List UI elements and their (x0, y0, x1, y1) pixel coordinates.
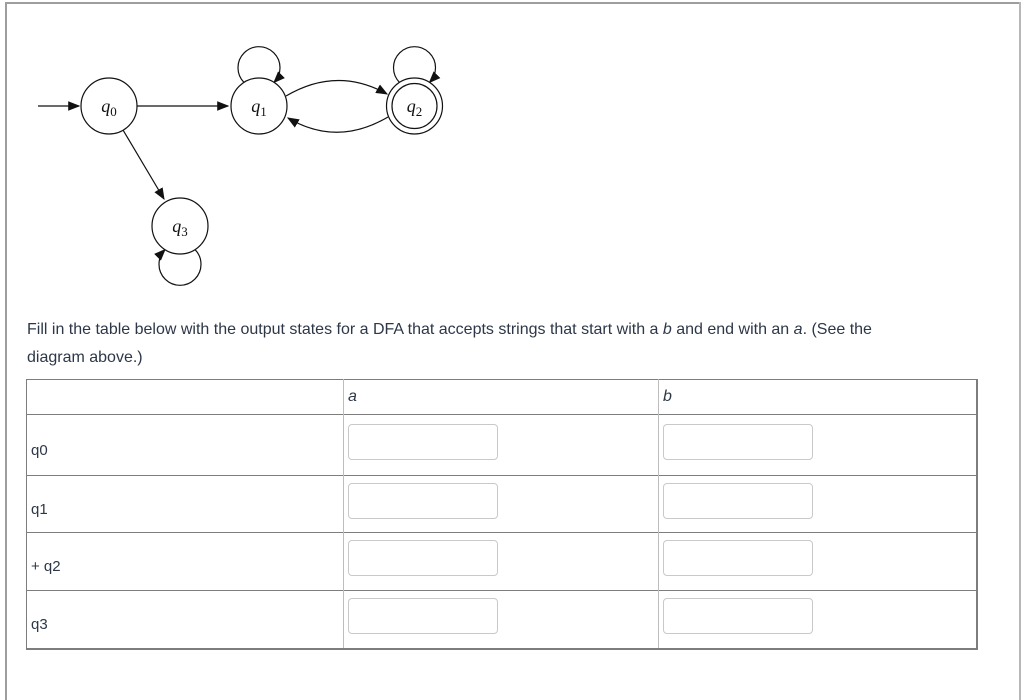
table-row-q2: + q2 (26, 532, 977, 591)
state-q1-label: q1 (251, 96, 267, 119)
state-q3 (151, 197, 209, 255)
header-input-a: a (343, 379, 659, 415)
table-row-q0: q0 (26, 414, 977, 476)
page-border-top (5, 2, 1020, 4)
transition-q1-q2 (285, 79, 389, 97)
page-border-left (5, 2, 7, 700)
input-q0-a[interactable] (348, 423, 498, 460)
input-q1-a[interactable] (348, 482, 498, 519)
state-q3-label: q3 (172, 216, 188, 239)
header-state-column (27, 380, 344, 415)
header-input-b: b (658, 379, 977, 415)
state-q0 (80, 77, 138, 135)
instruction-line-2: diagram above.) (27, 349, 143, 366)
self-loop-q2 (392, 46, 441, 84)
state-q1 (230, 77, 288, 135)
table-row-q3: q3 (26, 590, 977, 649)
input-q1-b[interactable] (663, 482, 813, 519)
transition-q2-q1 (286, 116, 389, 133)
input-q3-b[interactable] (663, 597, 813, 634)
state-q0-label: q0 (101, 96, 117, 119)
input-q2-a[interactable] (348, 540, 498, 576)
transition-q0-q3 (122, 129, 165, 201)
input-q2-b[interactable] (663, 540, 813, 576)
transition-table: a b q0 q1 + q2 q3 (26, 379, 978, 650)
page-border-right (1019, 2, 1021, 700)
table-header-row: a b (26, 379, 977, 415)
state-q2-outer (385, 77, 444, 135)
dfa-diagram: q0 q1 q2 q3 (38, 46, 444, 286)
row-label-q3: q3 (31, 615, 48, 633)
input-q0-b[interactable] (663, 423, 813, 460)
row-label-q1: q1 (31, 500, 48, 518)
input-q3-a[interactable] (348, 597, 498, 634)
row-label-q2: + q2 (31, 558, 61, 575)
state-q2-inner (391, 82, 438, 130)
instruction-line-1: Fill in the table below with the output … (27, 321, 872, 338)
instruction-text: Fill in the table below with the output … (27, 316, 1007, 372)
state-q2-label: q2 (407, 96, 423, 119)
row-label-q0: q0 (31, 441, 48, 459)
self-loop-q1 (237, 46, 285, 84)
self-loop-q3 (154, 248, 202, 286)
table-row-q1: q1 (26, 475, 977, 533)
